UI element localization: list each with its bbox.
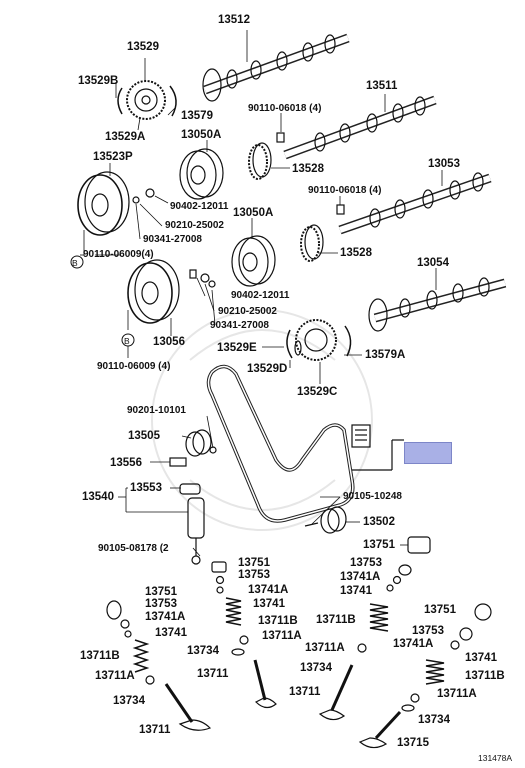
label-90110-06018-lower[interactable]: 90110-06018 (4) bbox=[308, 185, 382, 196]
label-90110-06009-lower[interactable]: 90110-06009 (4) bbox=[97, 361, 171, 372]
label-13753-right[interactable]: 13753 bbox=[350, 557, 382, 569]
label-90201-10101[interactable]: 90201-10101 bbox=[127, 405, 186, 416]
label-13715-bottom[interactable]: 13715 bbox=[397, 737, 429, 749]
label-13050A-lower[interactable]: 13050A bbox=[233, 207, 274, 219]
label-90210-25002-upper[interactable]: 90210-25002 bbox=[165, 220, 224, 231]
label-13056[interactable]: 13056 bbox=[153, 336, 185, 348]
belt-box bbox=[351, 424, 404, 471]
label-13529C[interactable]: 13529C bbox=[297, 386, 338, 398]
label-13528-lower[interactable]: 13528 bbox=[340, 247, 372, 259]
label-13711-right[interactable]: 13711 bbox=[289, 686, 321, 698]
pulley-13523P bbox=[77, 171, 130, 236]
valve-assembly-right bbox=[318, 536, 431, 721]
label-13512[interactable]: 13512 bbox=[218, 14, 250, 26]
label-90341-27008-upper[interactable]: 90341-27008 bbox=[143, 234, 202, 245]
camshaft-13512 bbox=[202, 33, 350, 102]
gear-13529 bbox=[117, 80, 177, 120]
label-90105-08178[interactable]: 90105-08178 (2 bbox=[98, 543, 169, 554]
label-90110-06018-upper[interactable]: 90110-06018 (4) bbox=[248, 103, 322, 114]
label-13711B-bottom[interactable]: 13711B bbox=[465, 670, 505, 682]
label-13711B-mid[interactable]: 13711B bbox=[258, 615, 298, 627]
label-13529A[interactable]: 13529A bbox=[105, 131, 146, 143]
label-90105-10248[interactable]: 90105-10248 bbox=[343, 491, 402, 502]
label-13753-left[interactable]: 13753 bbox=[145, 598, 177, 610]
camshaft-13511 bbox=[283, 95, 437, 160]
label-13741-bottom[interactable]: 13741 bbox=[465, 652, 497, 664]
label-13734-bottom[interactable]: 13734 bbox=[418, 714, 450, 726]
label-13553[interactable]: 13553 bbox=[130, 482, 162, 494]
figure-id: 131478A bbox=[478, 753, 513, 763]
label-13540[interactable]: 13540 bbox=[82, 491, 114, 503]
label-13523P[interactable]: 13523P bbox=[93, 151, 133, 163]
label-13741A-right[interactable]: 13741A bbox=[340, 571, 381, 583]
label-13505[interactable]: 13505 bbox=[128, 430, 160, 442]
label-13751-left[interactable]: 13751 bbox=[145, 586, 177, 598]
label-13734-mid[interactable]: 13734 bbox=[187, 645, 219, 657]
label-13711-mid[interactable]: 13711 bbox=[197, 668, 229, 680]
gear-13529C bbox=[286, 319, 352, 361]
label-13528-upper[interactable]: 13528 bbox=[292, 163, 324, 175]
label-13741-right[interactable]: 13741 bbox=[340, 585, 372, 597]
label-13529B[interactable]: 13529B bbox=[78, 75, 119, 87]
camshaft-13054 bbox=[368, 277, 507, 332]
label-90210-25002-lower[interactable]: 90210-25002 bbox=[218, 306, 277, 317]
label-13711B-right[interactable]: 13711B bbox=[316, 614, 356, 626]
highlighted-belt-callout[interactable] bbox=[404, 442, 452, 464]
label-13751-bottom[interactable]: 13751 bbox=[424, 604, 456, 616]
watermark bbox=[151, 309, 373, 531]
vvt-13050A-upper bbox=[179, 142, 272, 200]
label-13529D[interactable]: 13529D bbox=[247, 363, 288, 375]
label-13529[interactable]: 13529 bbox=[127, 41, 159, 53]
marker-b-lower bbox=[121, 333, 135, 347]
label-13053[interactable]: 13053 bbox=[428, 158, 460, 170]
label-13741-left[interactable]: 13741 bbox=[155, 627, 187, 639]
idler-13505 bbox=[169, 429, 217, 467]
tensioner-13540 bbox=[179, 483, 205, 565]
valve-assembly-left bbox=[106, 600, 212, 731]
label-13579[interactable]: 13579 bbox=[181, 110, 213, 122]
label-13711A-bottom[interactable]: 13711A bbox=[437, 688, 477, 700]
label-13502[interactable]: 13502 bbox=[363, 516, 395, 528]
marker-b-upper-text: B bbox=[72, 258, 78, 268]
label-90110-06009-upper[interactable]: 90110-06009(4) bbox=[83, 249, 154, 260]
bolts bbox=[132, 132, 345, 288]
label-13711A-left[interactable]: 13711A bbox=[95, 670, 135, 682]
label-90341-27008-lower[interactable]: 90341-27008 bbox=[210, 320, 269, 331]
label-13741-mid[interactable]: 13741 bbox=[253, 598, 285, 610]
label-13741A-left[interactable]: 13741A bbox=[145, 611, 186, 623]
label-13741A-bottom[interactable]: 13741A bbox=[393, 638, 434, 650]
pulley-13056 bbox=[127, 259, 180, 324]
camshaft-13053 bbox=[338, 172, 492, 235]
valve-assembly-mid bbox=[211, 561, 277, 709]
leader-lines bbox=[80, 30, 443, 557]
label-90402-12011-upper[interactable]: 90402-12011 bbox=[170, 201, 229, 212]
marker-b-upper bbox=[70, 255, 84, 269]
label-13054[interactable]: 13054 bbox=[417, 257, 449, 269]
label-13753-bottom[interactable]: 13753 bbox=[412, 625, 444, 637]
marker-b-lower-text: B bbox=[124, 336, 130, 346]
label-13711A-right[interactable]: 13711A bbox=[305, 642, 345, 654]
label-13050A-upper[interactable]: 13050A bbox=[181, 129, 222, 141]
vvt-13050A-lower bbox=[231, 224, 324, 287]
label-13529E[interactable]: 13529E bbox=[217, 342, 257, 354]
label-13579A[interactable]: 13579A bbox=[365, 349, 406, 361]
label-13751-right[interactable]: 13751 bbox=[363, 539, 395, 551]
idler-13502 bbox=[304, 506, 347, 534]
label-90402-12011-lower[interactable]: 90402-12011 bbox=[231, 290, 290, 301]
label-13715-left[interactable]: 13711 bbox=[139, 724, 171, 736]
label-13711B-left[interactable]: 13711B bbox=[80, 650, 120, 662]
label-13734-right[interactable]: 13734 bbox=[300, 662, 332, 674]
label-13741A-mid[interactable]: 13741A bbox=[248, 584, 289, 596]
label-13753-mid[interactable]: 13753 bbox=[238, 569, 270, 581]
timing-belt bbox=[206, 364, 355, 523]
label-13711A-mid[interactable]: 13711A bbox=[262, 630, 302, 642]
valve-assembly-bottom bbox=[358, 603, 492, 749]
label-13556[interactable]: 13556 bbox=[110, 457, 142, 469]
label-13734-left[interactable]: 13734 bbox=[113, 695, 145, 707]
label-13511[interactable]: 13511 bbox=[366, 80, 398, 92]
label-13751-mid[interactable]: 13751 bbox=[238, 557, 270, 569]
